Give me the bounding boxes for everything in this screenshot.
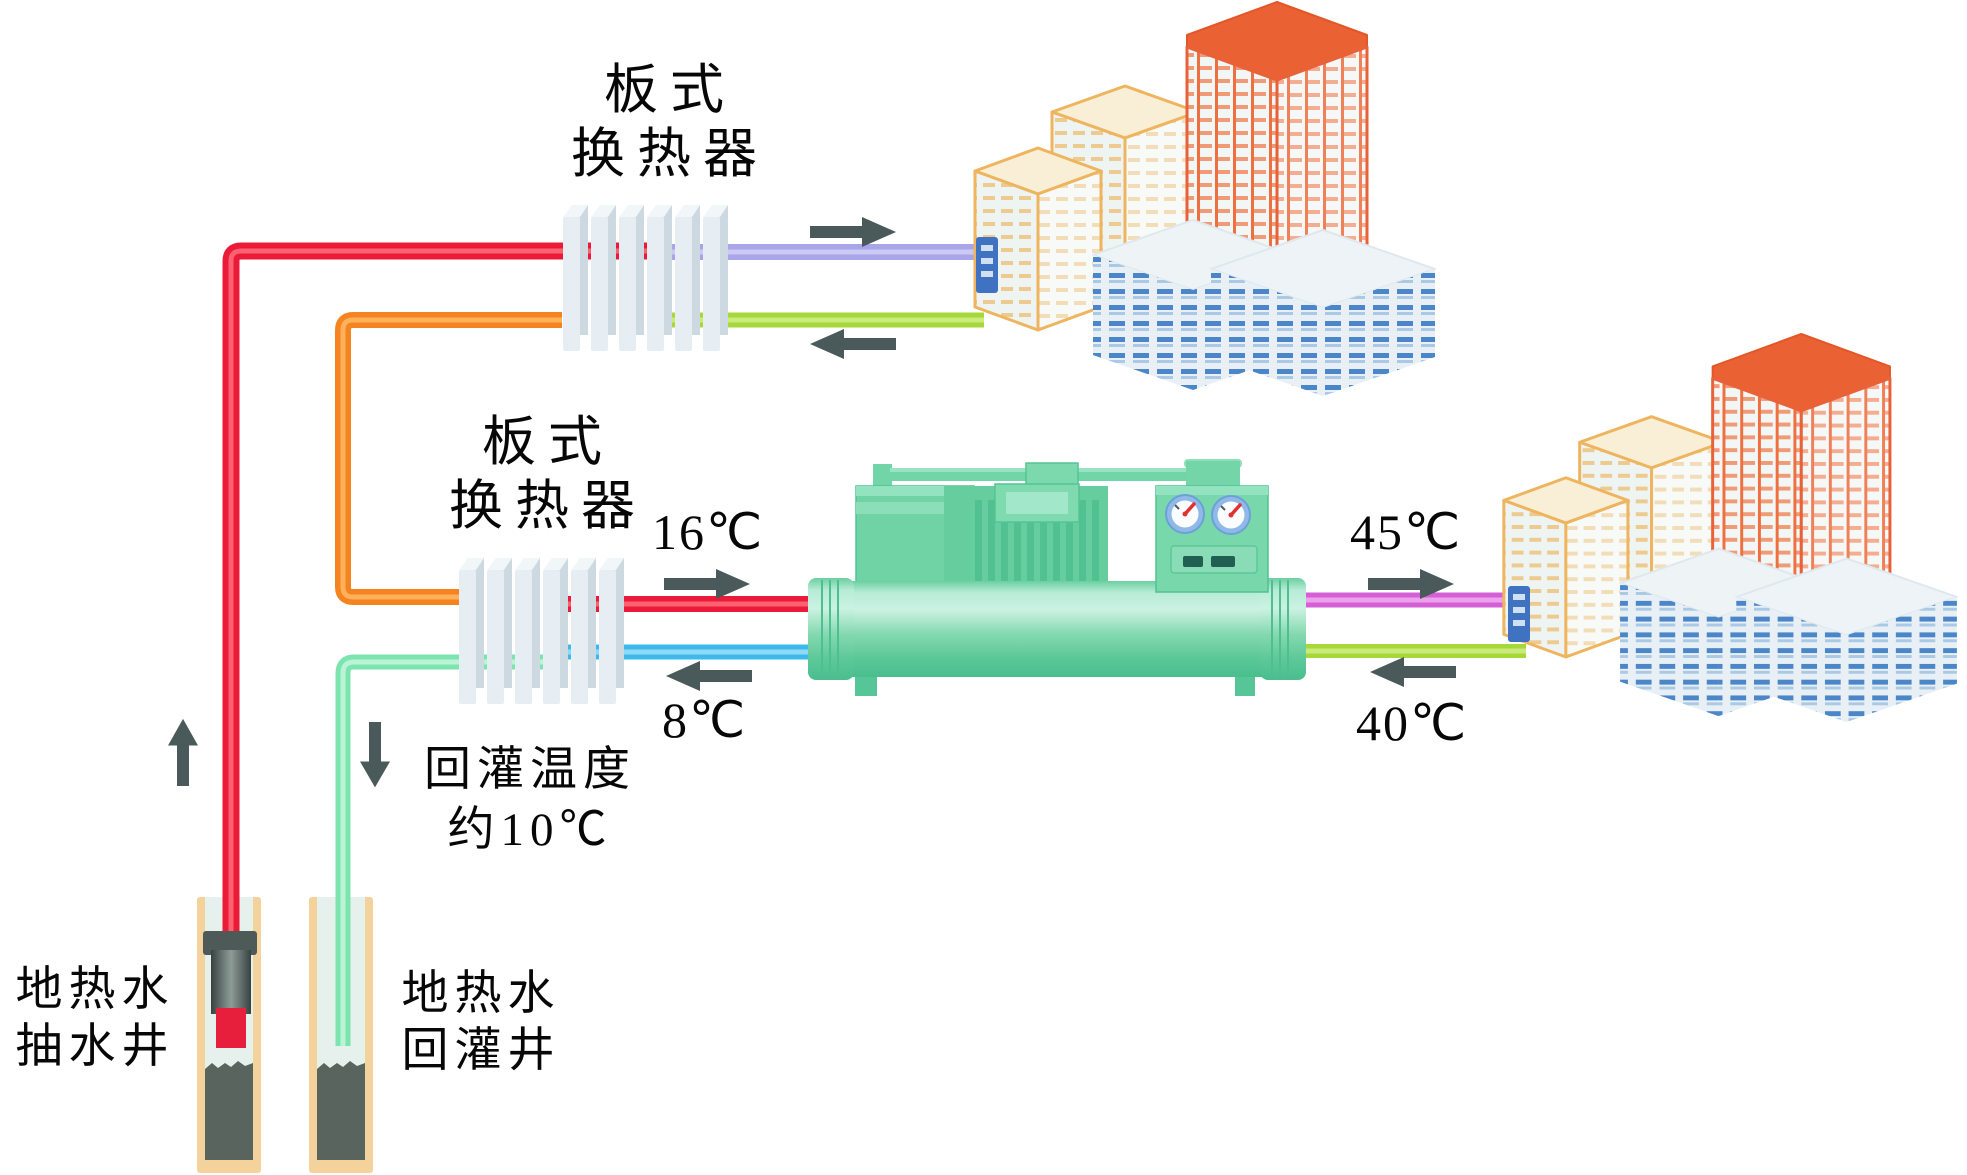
building-cluster-top: [973, 0, 1437, 398]
pressure-gauge-icon: [1165, 494, 1205, 534]
hx2-label: 板式 换热器: [423, 410, 673, 538]
temp-label-45c: 45℃: [1350, 504, 1463, 560]
pumping-well-label: 地热水 抽水井: [0, 962, 194, 1076]
building-cluster-right: [1502, 332, 1959, 724]
pumping-well-label-line1: 地热水: [15, 964, 175, 1016]
reinjection-note-line1: 回灌温度: [424, 744, 636, 796]
reinjection-well-label-line2: 回灌井: [401, 1025, 561, 1077]
reinjection-note-line2: 约10℃: [447, 804, 613, 856]
pressure-gauge-icon: [1211, 495, 1251, 535]
hx2-label-line2: 换热器: [449, 476, 647, 536]
pumping-well-label-line2: 抽水井: [15, 1021, 175, 1073]
reinjection-well-label: 地热水 回灌井: [380, 966, 582, 1080]
flow-arrow-left-icon: [1370, 657, 1456, 687]
geothermal-hot-pipe: [222, 242, 648, 947]
hx1-label-line2: 换热器: [571, 124, 769, 184]
hx2-label-line1: 板式: [482, 412, 614, 472]
heat-pump-unit: [808, 459, 1306, 696]
flow-arrow-right-icon: [664, 569, 750, 599]
hx1-label: 板式 换热器: [545, 58, 795, 186]
flow-arrow-left-icon: [666, 661, 752, 691]
reinjection-pipe: [335, 654, 545, 1046]
compressor-fins: [975, 500, 1099, 588]
flow-arrow-down-icon: [360, 722, 390, 788]
temp-label-40c: 40℃: [1356, 695, 1469, 751]
reinjection-temperature-note: 回灌温度 约10℃: [388, 740, 672, 860]
hx1-label-line1: 板式: [604, 60, 736, 120]
geothermal-return-pipe: [335, 312, 562, 605]
pipes: [222, 242, 1526, 1046]
reinjection-well-label-line1: 地热水: [401, 968, 561, 1020]
temp-label-16c: 16℃: [652, 504, 765, 560]
flow-arrow-up-icon: [168, 718, 198, 786]
plate-heat-exchanger-top: [563, 205, 728, 351]
building-connector-right: [1508, 586, 1530, 642]
flow-arrow-left-icon: [810, 329, 896, 359]
temp-label-8c: 8℃: [662, 692, 748, 748]
building-connector-top: [976, 237, 998, 293]
flow-arrow-right-icon: [810, 217, 896, 247]
reinjection-well-sediment: [317, 1061, 365, 1160]
pumping-well-sediment: [205, 1061, 253, 1160]
plate-heat-exchanger-mid: [459, 558, 624, 704]
well-pump: [203, 931, 257, 1048]
